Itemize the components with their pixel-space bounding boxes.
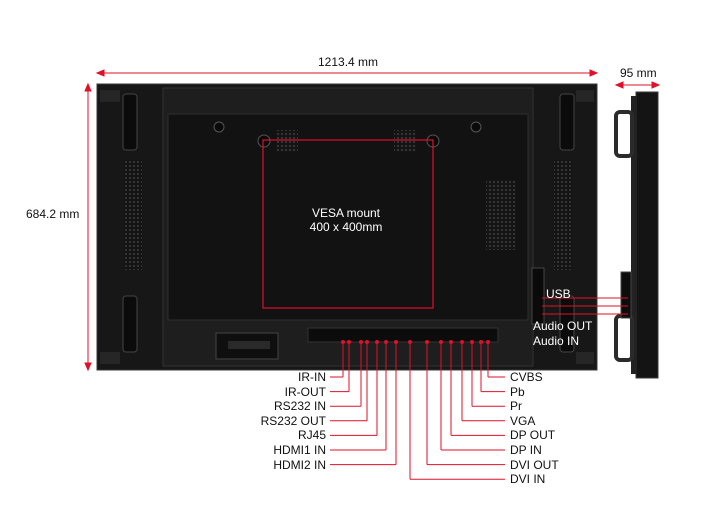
port-label-left: RS232 IN [273,399,326,414]
height-dimension-line [84,82,92,372]
port-leaders [330,340,505,480]
port-label-left: IR-IN [298,370,326,384]
port-dot-right-4 [449,340,453,344]
port-dot-left-1 [347,340,351,344]
port-dot-left-5 [384,340,388,344]
handle-bottom-left [100,295,138,364]
port-dot-right-3 [460,340,464,344]
port-dot-right-0 [486,340,490,344]
port-label-left: HDMI1 IN [273,443,326,457]
port-dot-right-2 [470,340,474,344]
port-dot-right-7 [408,340,412,344]
audio-in-label: Audio IN [533,334,580,348]
mount-screw-holes [213,121,482,148]
connector-strip [307,327,499,343]
height-label: 684.2 mm [26,207,80,221]
width-dimension-line [95,69,599,77]
side-port-leaders [542,297,628,315]
side-port-panel [531,267,545,325]
depth-dimension-line [614,81,661,89]
port-dot-left-0 [341,340,345,344]
port-dot-left-4 [375,340,379,344]
port-label-right: DVI OUT [510,457,559,472]
audio-out-label: Audio OUT [533,319,593,333]
handle-top-right [559,90,594,151]
port-label-left: RS232 OUT [260,413,326,428]
port-dot-left-3 [365,340,369,344]
port-label-right: DVI IN [510,472,546,487]
port-label-right: DP OUT [510,428,556,443]
port-label-left: HDMI2 IN [273,457,326,472]
vesa-line2: 400 x 400mm [309,220,383,234]
side-view [614,91,659,379]
port-label-left: IR-OUT [284,384,326,399]
terminal-block [228,341,270,349]
depth-label: 95 mm [620,66,657,80]
vesa-outline [262,139,434,309]
port-dot-left-2 [359,340,363,344]
port-dot-right-1 [479,340,483,344]
port-label-right: CVBS [510,370,543,384]
port-dot-right-5 [439,340,443,344]
vesa-line1: VESA mount [311,206,381,220]
port-label-left: RJ45 [297,428,326,443]
mount-plate [167,113,529,321]
handle-top-left [100,90,138,151]
handle-bottom-right [559,295,594,364]
port-dot-right-6 [425,340,429,344]
port-dot-left-6 [394,340,398,344]
port-label-right: VGA [510,413,536,428]
vent-grille-plate [276,130,516,250]
port-label-right: Pr [510,399,522,414]
port-label-right: DP IN [510,443,542,457]
port-label-right: Pb [510,384,525,399]
width-label: 1213.4 mm [318,55,379,69]
usb-label: USB [546,287,571,301]
vent-grille-right [554,160,572,270]
vent-grille-left [124,160,142,270]
vesa-label: VESA mount 400 x 400mm [262,206,430,234]
